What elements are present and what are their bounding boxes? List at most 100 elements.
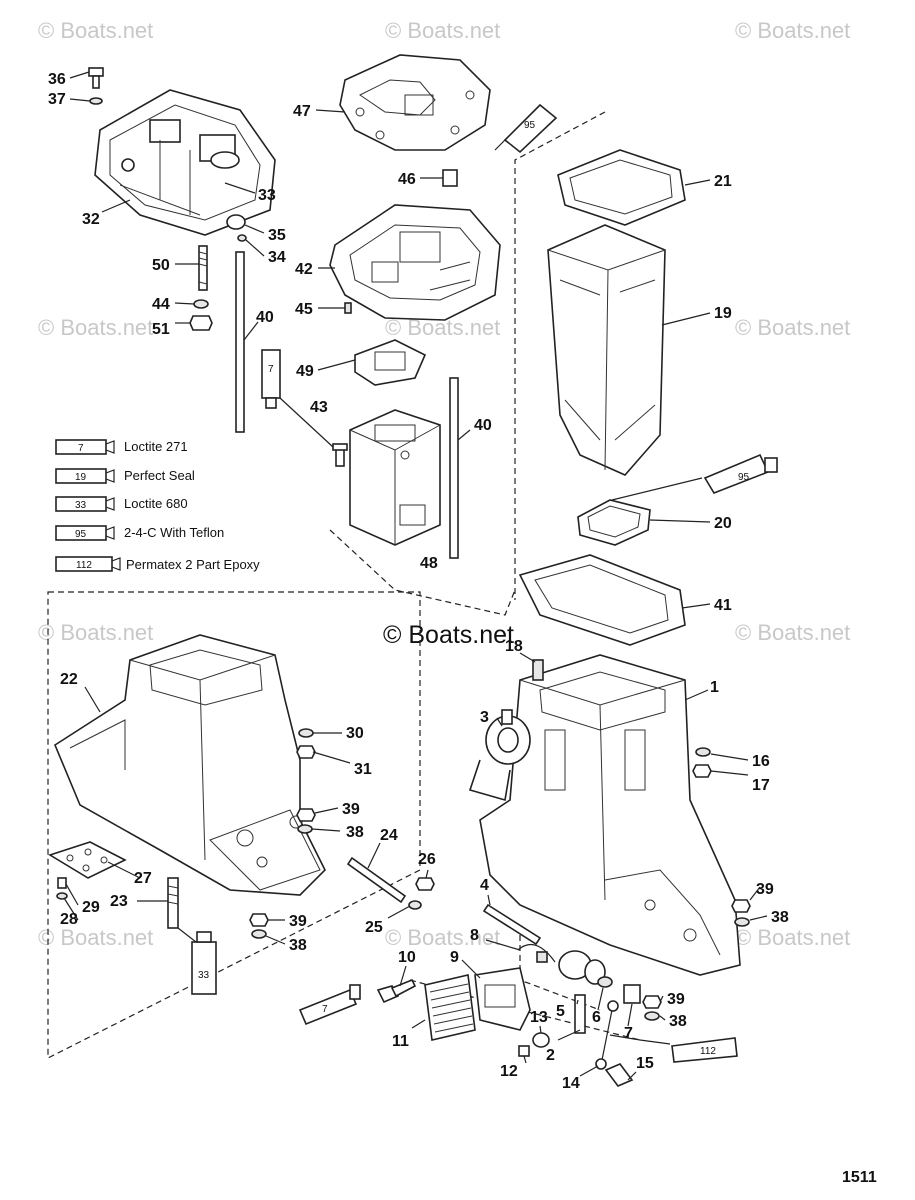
nut-39-bottom xyxy=(642,995,662,1009)
washer-38-lower-left xyxy=(251,929,267,939)
callout-label: 37 xyxy=(48,91,66,108)
watermark: © Boats.net xyxy=(385,925,500,950)
stud-23 xyxy=(167,877,179,929)
screw-29 xyxy=(57,877,67,889)
hose-8 xyxy=(517,943,556,963)
page-number: 1511 xyxy=(842,1169,877,1186)
callout-label: 40 xyxy=(474,417,492,434)
callout-numbers: 36 37 32 33 35 34 50 44 51 40 43 47 46 4… xyxy=(48,71,789,1092)
legend-label: Loctite 680 xyxy=(124,496,188,511)
cap-7 xyxy=(623,984,641,1004)
fitting-3 xyxy=(468,709,531,802)
callout-label: 41 xyxy=(714,597,732,614)
stud-24 xyxy=(346,856,407,904)
watermark: © Boats.net xyxy=(385,18,500,43)
tube-7-top: 7 xyxy=(261,349,281,409)
adapter-plate-32 xyxy=(94,89,276,236)
callout-label: 25 xyxy=(365,919,383,936)
pin-45 xyxy=(344,302,352,314)
callout-label: 11 xyxy=(392,1033,409,1050)
tube-95-top: 95 xyxy=(494,103,558,154)
callout-label: 38 xyxy=(346,824,364,841)
callout-label: 39 xyxy=(667,991,685,1008)
callout-label: 2 xyxy=(546,1047,555,1064)
legend-code: 33 xyxy=(75,500,87,511)
callout-label: 4 xyxy=(480,877,489,894)
legend-code: 19 xyxy=(75,472,87,483)
tube-33: 33 xyxy=(191,931,217,995)
callout-label: 26 xyxy=(418,851,436,868)
ring-35 xyxy=(226,214,246,230)
callout-label: 29 xyxy=(82,899,100,916)
legend-label: Perfect Seal xyxy=(124,468,195,483)
tube-label: 7 xyxy=(268,364,274,375)
callout-label: 9 xyxy=(450,949,459,966)
washer-38-bottom xyxy=(644,1011,660,1021)
nut-39-lower-left xyxy=(249,913,269,927)
tube-7-lower: 7 xyxy=(298,984,361,1026)
tube-label: 112 xyxy=(700,1046,716,1057)
spacer-18 xyxy=(532,659,544,681)
callout-label: 22 xyxy=(60,671,78,688)
rod-40-right xyxy=(449,377,459,559)
leader-lines xyxy=(63,71,768,1081)
callout-label: 16 xyxy=(752,753,770,770)
callout-label: 7 xyxy=(624,1025,633,1042)
driveshaft-housing-1 xyxy=(479,654,741,976)
callout-label: 6 xyxy=(592,1009,601,1026)
callout-label: 50 xyxy=(152,257,170,274)
legend-row: 33 Loctite 680 xyxy=(55,496,188,512)
washer-28 xyxy=(56,892,68,900)
callout-label: 1 xyxy=(710,679,719,696)
stud-4 xyxy=(482,903,542,946)
legend-code: 95 xyxy=(75,529,87,540)
gasket-41 xyxy=(518,554,686,646)
callout-label: 49 xyxy=(296,363,314,380)
watermark: © Boats.net xyxy=(735,315,850,340)
callout-label: 40 xyxy=(256,309,274,326)
callout-label: 32 xyxy=(82,211,100,228)
screw-12 xyxy=(518,1045,530,1057)
callout-label: 48 xyxy=(420,555,438,572)
sleeve-46 xyxy=(442,169,458,187)
callout-label: 47 xyxy=(293,103,311,120)
callout-label: 34 xyxy=(268,249,286,266)
plate-27 xyxy=(48,841,127,879)
sealant-legend: 7 Loctite 271 19 Perfect Seal 33 Loctite… xyxy=(55,439,260,572)
callout-label: 33 xyxy=(258,187,276,204)
washer-38-right xyxy=(734,917,750,927)
gasket-47 xyxy=(339,54,491,151)
callout-label: 19 xyxy=(714,305,732,322)
callout-label: 14 xyxy=(562,1075,580,1092)
callout-label: 24 xyxy=(380,827,398,844)
tube-label: 7 xyxy=(322,1004,328,1015)
bolt-15 xyxy=(604,1063,634,1087)
watermark: © Boats.net xyxy=(735,18,850,43)
bolt-10 xyxy=(376,978,417,1004)
callout-label: 39 xyxy=(756,881,774,898)
callout-label: 38 xyxy=(669,1013,687,1030)
tube-label: 33 xyxy=(198,970,210,981)
callout-label: 42 xyxy=(295,261,313,278)
nut-39-right xyxy=(731,899,751,913)
callout-label: 31 xyxy=(354,761,372,778)
callout-label: 23 xyxy=(110,893,128,910)
callout-label: 15 xyxy=(636,1055,654,1072)
tube-label: 95 xyxy=(524,120,536,131)
rod-40-left xyxy=(235,251,245,433)
wire-14 xyxy=(595,1000,619,1070)
callout-label: 27 xyxy=(134,870,152,887)
housing-42 xyxy=(329,204,501,321)
watermark: © Boats.net xyxy=(38,18,153,43)
watermark: © Boats.net xyxy=(735,925,850,950)
legend-code: 112 xyxy=(76,560,92,571)
screw-36 xyxy=(88,67,104,89)
callout-label: 18 xyxy=(505,638,523,655)
washer-44 xyxy=(193,299,209,309)
callout-label: 39 xyxy=(342,801,360,818)
callout-label: 10 xyxy=(398,949,416,966)
nut-17 xyxy=(692,764,712,778)
callout-label: 46 xyxy=(398,171,416,188)
watermarks: © Boats.net © Boats.net © Boats.net © Bo… xyxy=(38,18,850,950)
